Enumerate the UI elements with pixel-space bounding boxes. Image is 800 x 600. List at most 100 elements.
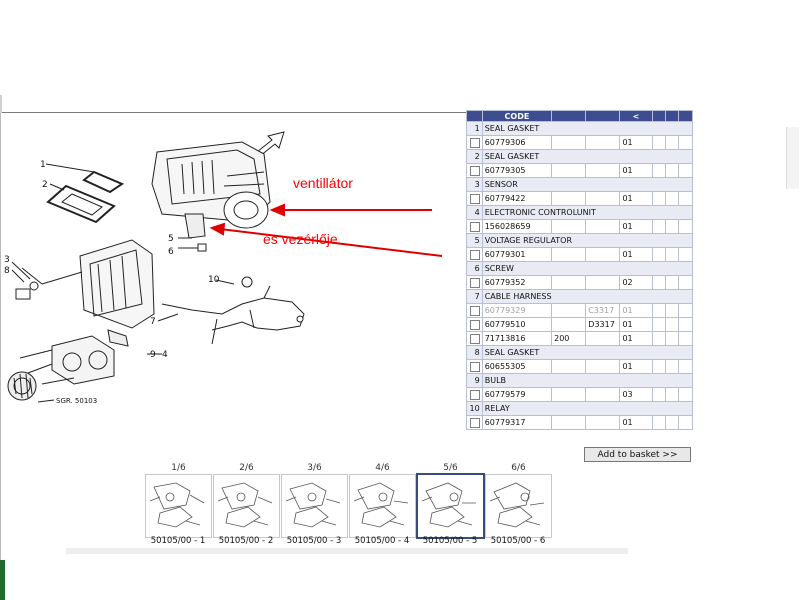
- part-code: 60779579: [481, 387, 553, 402]
- part-quantity: 01: [619, 219, 653, 234]
- part-model: [585, 219, 621, 234]
- part-checkbox[interactable]: [469, 305, 480, 316]
- part-code: 60779301: [481, 247, 553, 262]
- section-number: 10: [466, 401, 483, 416]
- part-model: [585, 415, 621, 430]
- thumbnail-image[interactable]: [281, 474, 348, 538]
- thumbnail-strip-scrollbar[interactable]: [66, 548, 628, 554]
- thumbnail-page: 2/6: [239, 463, 254, 473]
- air-duct-drawing: [19, 335, 115, 385]
- part-code: 60779510: [481, 317, 553, 332]
- gasket-2-drawing: [46, 184, 116, 224]
- part-checkbox[interactable]: [469, 277, 480, 288]
- section-name: BULB: [481, 373, 694, 388]
- part-variant: [551, 317, 587, 332]
- thumbnail-page: 6/6: [511, 463, 526, 473]
- part-checkbox[interactable]: [469, 333, 480, 344]
- part-quantity: 01: [619, 247, 653, 262]
- part-model: [585, 387, 621, 402]
- part-checkbox[interactable]: [469, 137, 480, 148]
- part-variant: [551, 247, 587, 262]
- part-model: [585, 191, 621, 206]
- parts-diagram: 1 2 3 8 5 6 10 7 9 4 SGR. 50103: [4, 131, 443, 405]
- annotation-fan: ventillátor: [293, 175, 353, 191]
- part-checkbox[interactable]: [469, 221, 480, 232]
- part-variant: [551, 359, 587, 374]
- part-code: 60779329: [481, 303, 553, 318]
- thumbnail-image[interactable]: [145, 474, 212, 538]
- part-variant: [551, 135, 587, 150]
- hvac-housing-drawing: [151, 141, 271, 229]
- part-code: 71713816: [481, 331, 553, 346]
- frame-border-left: [0, 112, 1, 600]
- part-row: 60779317 01: [466, 415, 693, 430]
- part-checkbox[interactable]: [469, 417, 480, 428]
- part-quantity: 01: [619, 331, 653, 346]
- thumbnail-page: 4/6: [375, 463, 390, 473]
- thumbnail-image[interactable]: [416, 473, 485, 539]
- section-number: 6: [466, 261, 483, 276]
- part-label-3: 3: [4, 255, 10, 265]
- section-name: SENSOR: [481, 177, 694, 192]
- side-scroll-fragment: [786, 127, 799, 189]
- section-number: 3: [466, 177, 483, 192]
- part-label-7: 7: [150, 317, 156, 327]
- part-checkbox[interactable]: [469, 249, 480, 260]
- section-name: ELECTRONIC CONTROLUNIT: [481, 205, 694, 220]
- part-checkbox[interactable]: [469, 319, 480, 330]
- part-code: 60655305: [481, 359, 553, 374]
- section-number: 5: [466, 233, 483, 248]
- thumbnail-image[interactable]: [485, 474, 552, 538]
- sensor-drawing: [15, 267, 83, 300]
- part-label-2: 2: [42, 180, 48, 190]
- header-mark: <: [619, 110, 653, 122]
- part-code: 60779352: [481, 275, 553, 290]
- part-quantity: 01: [619, 303, 653, 318]
- part-variant: [551, 303, 587, 318]
- part-model: C3317: [585, 303, 621, 318]
- annotation-arrows: [209, 203, 443, 257]
- part-code: 60779305: [481, 163, 553, 178]
- section-name: VOLTAGE REGULATOR: [481, 233, 694, 248]
- part-checkbox[interactable]: [469, 389, 480, 400]
- part-code: 60779317: [481, 415, 553, 430]
- thumbnail-image[interactable]: [349, 474, 416, 538]
- thumbnail-label: 50105/00 - 6: [490, 536, 546, 546]
- section-number: 9: [466, 373, 483, 388]
- annotation-controller: és vezérlője: [263, 231, 338, 247]
- part-code: 60779306: [481, 135, 553, 150]
- part-model: [585, 135, 621, 150]
- taskbar-fragment: [0, 560, 5, 600]
- part-checkbox[interactable]: [469, 165, 480, 176]
- fan-wheel-drawing: [7, 371, 37, 401]
- cable-harness-drawing: [161, 276, 305, 345]
- add-to-basket-button[interactable]: Add to basket >>: [584, 447, 691, 462]
- part-quantity: 01: [619, 191, 653, 206]
- section-name: SEAL GASKET: [481, 149, 694, 164]
- thumbnail-label: 50105/00 - 3: [286, 536, 342, 546]
- section-number: 2: [466, 149, 483, 164]
- thumbnail-page: 3/6: [307, 463, 322, 473]
- section-number: 1: [466, 121, 483, 136]
- part-quantity: 01: [619, 415, 653, 430]
- part-checkbox[interactable]: [469, 193, 480, 204]
- thumbnail-image[interactable]: [213, 474, 280, 538]
- part-checkbox[interactable]: [469, 361, 480, 372]
- part-code: 156028659: [481, 219, 553, 234]
- header-code: CODE: [481, 110, 553, 122]
- thumbnail-label: 50105/00 - 1: [150, 536, 206, 546]
- section-number: 4: [466, 205, 483, 220]
